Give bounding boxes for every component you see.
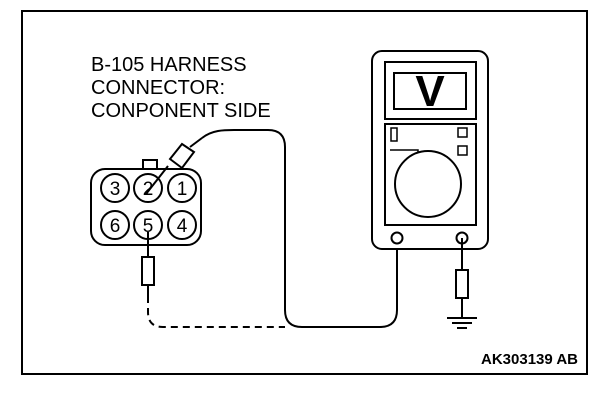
svg-text:6: 6 bbox=[110, 216, 121, 237]
hold-button bbox=[457, 145, 468, 156]
connector-latch bbox=[142, 159, 158, 170]
ground-symbol-icon bbox=[447, 317, 477, 329]
terminal-positive bbox=[390, 231, 404, 245]
svg-text:1: 1 bbox=[177, 179, 188, 200]
svg-text:2: 2 bbox=[143, 179, 154, 200]
dashed-lead-wire bbox=[147, 296, 285, 328]
pin-1: 1 bbox=[167, 173, 197, 203]
connector-label-line2: CONNECTOR: bbox=[91, 77, 225, 99]
selector-dial bbox=[394, 150, 462, 218]
svg-text:3: 3 bbox=[110, 179, 121, 200]
connector-label-line3: CONPONENT SIDE bbox=[91, 100, 271, 122]
ground-lead bbox=[455, 238, 469, 318]
range-button bbox=[457, 127, 468, 138]
svg-text:5: 5 bbox=[143, 216, 154, 237]
mode-indicator bbox=[390, 127, 398, 142]
positive-lead-wire bbox=[201, 129, 398, 328]
voltmeter: V bbox=[371, 50, 489, 250]
voltmeter-reading: V bbox=[415, 67, 445, 116]
voltmeter-screen bbox=[393, 72, 467, 110]
pin-3: 3 bbox=[100, 173, 130, 203]
probe-pin-2 bbox=[145, 137, 203, 195]
diagram-frame bbox=[21, 10, 588, 375]
figure-code: AK303139 AB bbox=[481, 351, 578, 368]
connector-label-line1: B-105 HARNESS bbox=[91, 54, 247, 76]
svg-text:4: 4 bbox=[177, 216, 188, 237]
probe-pin-5 bbox=[141, 232, 155, 296]
harness-connector: 3 2 1 6 5 4 bbox=[90, 159, 202, 246]
pin-6: 6 bbox=[100, 210, 130, 240]
pin-4: 4 bbox=[167, 210, 197, 240]
